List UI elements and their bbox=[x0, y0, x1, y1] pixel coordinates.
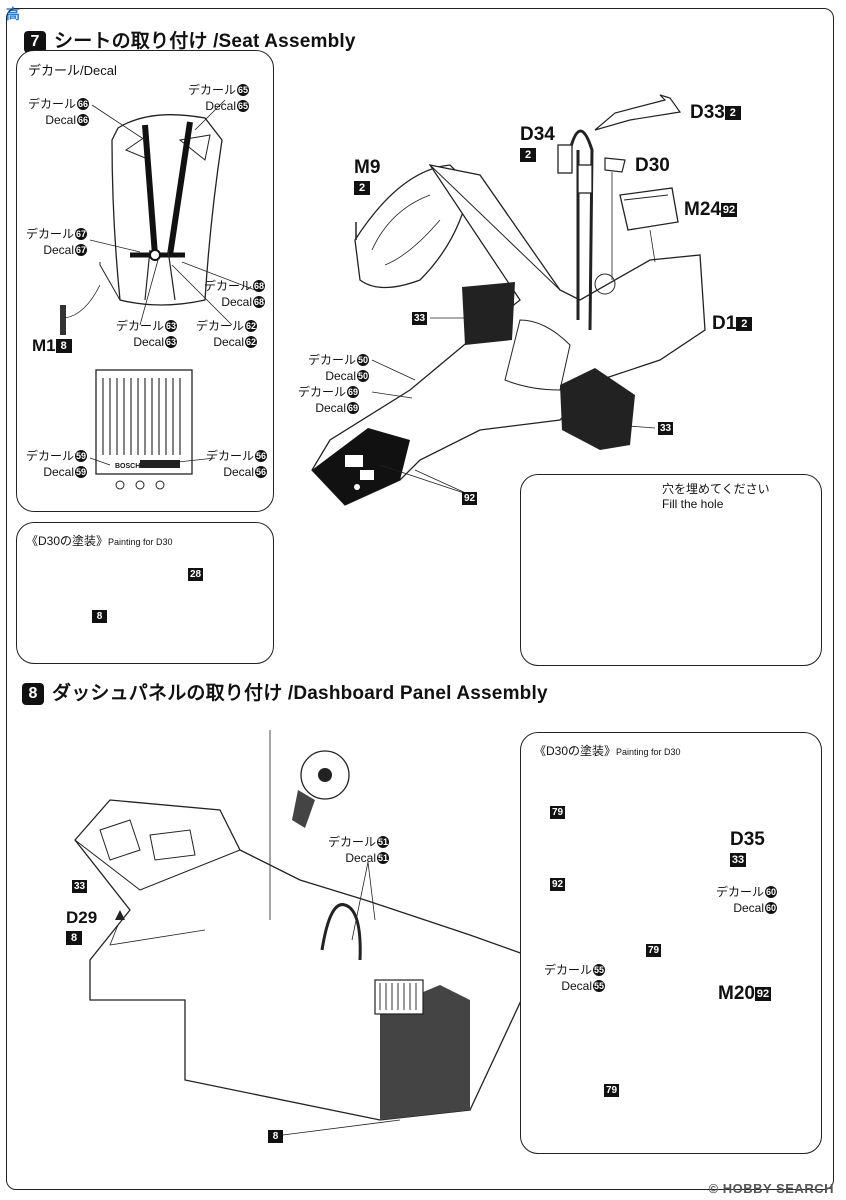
step7-heading: 7 シートの取り付け /Seat Assembly bbox=[24, 26, 356, 53]
color-79-callout-wheel: 79 bbox=[550, 806, 565, 819]
hobby-search-watermark: © HOBBY SEARCH bbox=[708, 1181, 834, 1196]
painting-panel-title: 《D30の塗装》Painting for D30 bbox=[26, 534, 173, 548]
fill-hole-panel bbox=[520, 474, 822, 666]
step8-number: 8 bbox=[22, 682, 44, 705]
step8-title: ダッシュパネルの取り付け /Dashboard Panel Assembly bbox=[52, 683, 548, 704]
color-33-callout-a: 33 bbox=[412, 312, 427, 325]
part-d30: D30 bbox=[635, 155, 670, 176]
step8-heading: 8 ダッシュパネルの取り付け /Dashboard Panel Assembly bbox=[22, 678, 548, 705]
page-frame bbox=[6, 8, 834, 1190]
color-8-callout-body: 8 bbox=[268, 1130, 283, 1143]
decal-panel-title: デカール/Decal bbox=[28, 63, 117, 78]
color-28-callout: 28 bbox=[188, 568, 203, 581]
bosch-label: BOSCH bbox=[115, 463, 141, 470]
painting-panel-step8-title: 《D30の塗装》Painting for D30 bbox=[534, 744, 681, 758]
step7-number: 7 bbox=[24, 30, 46, 53]
color-92-callout: 92 bbox=[462, 492, 477, 505]
color-92-callout-wheel: 92 bbox=[550, 878, 565, 891]
step7-title: シートの取り付け /Seat Assembly bbox=[54, 31, 356, 52]
painting-panel-d30 bbox=[16, 522, 274, 664]
painting-panel-step8 bbox=[520, 732, 822, 1154]
color-33-callout-d29: 33 bbox=[72, 880, 87, 893]
color-33-callout-b: 33 bbox=[658, 422, 673, 435]
color-8-callout: 8 bbox=[92, 610, 107, 623]
color-79-callout-dash-b: 79 bbox=[604, 1084, 619, 1097]
color-79-callout-dash-a: 79 bbox=[646, 944, 661, 957]
